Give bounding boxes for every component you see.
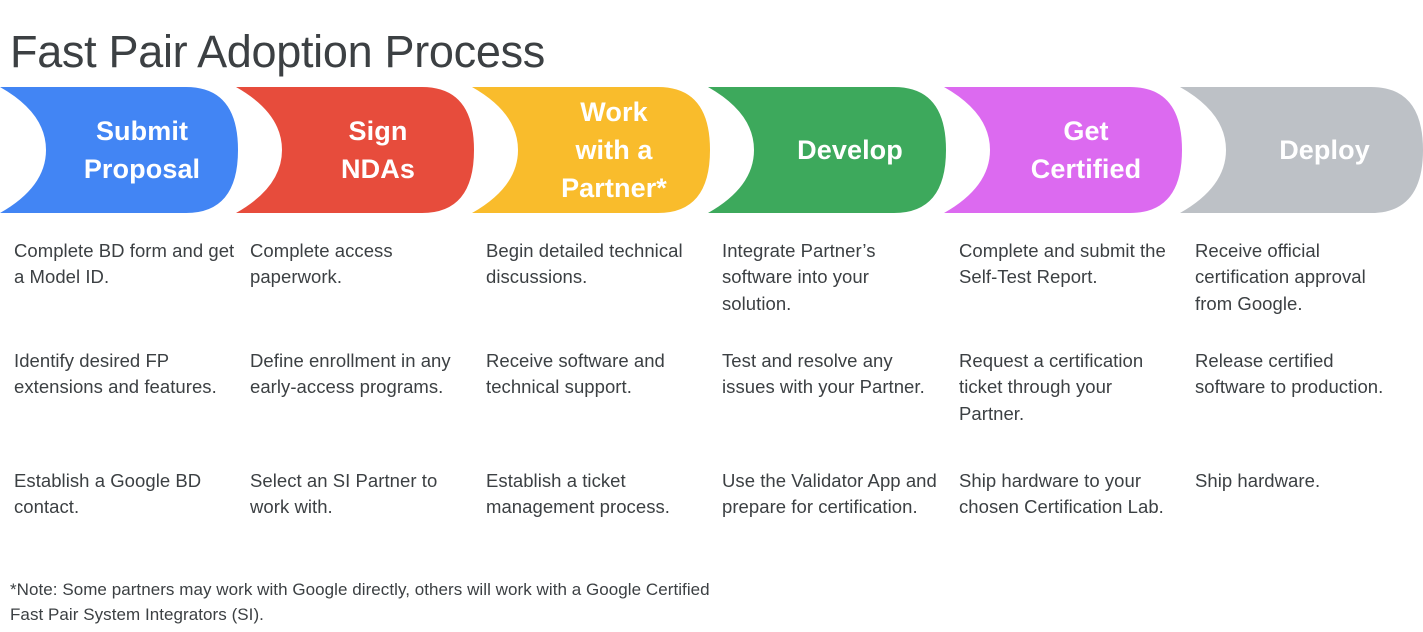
step-item: Receive official certification approval … — [1195, 240, 1366, 314]
step-item: Establish a ticket management process. — [486, 470, 670, 518]
step-item: Integrate Partner’s software into your s… — [722, 240, 876, 314]
banner-path-4 — [708, 87, 946, 213]
process-step-banner-2[interactable]: Sign NDAs — [236, 87, 474, 213]
banner-path-2 — [236, 87, 474, 213]
process-step-banner-3[interactable]: Work with a Partner* — [472, 87, 710, 213]
step-item: Ship hardware to your chosen Certificati… — [959, 470, 1164, 518]
banner-shape-4 — [708, 87, 946, 213]
step-item: Receive software and technical support. — [486, 350, 665, 398]
step-item: Release certified software to production… — [1195, 350, 1384, 398]
step-item: Request a certification ticket through y… — [959, 350, 1144, 424]
process-step-banner-6[interactable]: Deploy — [1180, 87, 1423, 213]
process-step-banner-1[interactable]: Submit Proposal — [0, 87, 238, 213]
banner-path-3 — [472, 87, 710, 213]
banner-shape-3 — [472, 87, 710, 213]
banner-path-6 — [1180, 87, 1423, 213]
banner-path-5 — [944, 87, 1182, 213]
step-item: Define enrollment in any early-access pr… — [250, 350, 451, 398]
step-item: Select an SI Partner to work with. — [250, 470, 438, 518]
step-item: Begin detailed technical discussions. — [486, 240, 683, 288]
banner-shape-1 — [0, 87, 238, 213]
step-item: Identify desired FP extensions and featu… — [14, 350, 217, 398]
step-item: Test and resolve any issues with your Pa… — [722, 350, 925, 398]
banner-shape-5 — [944, 87, 1182, 213]
banner-shape-2 — [236, 87, 474, 213]
step-item: Establish a Google BD contact. — [14, 470, 202, 518]
step-item: Ship hardware. — [1195, 470, 1321, 491]
banner-shape-6 — [1180, 87, 1423, 213]
step-item: Complete access paperwork. — [250, 240, 393, 288]
step-item: Use the Validator App and prepare for ce… — [722, 470, 937, 518]
banner-path-1 — [0, 87, 238, 213]
page-title: Fast Pair Adoption Process — [10, 26, 545, 78]
process-step-banner-4[interactable]: Develop — [708, 87, 946, 213]
process-step-banner-5[interactable]: Get Certified — [944, 87, 1182, 213]
process-banner-strip: Submit Proposal Sign NDAs Work with a Pa… — [0, 87, 1423, 213]
step-item: Complete and submit the Self-Test Report… — [959, 240, 1166, 288]
process-steps-columns: Complete BD form and get a Model ID. Ide… — [0, 238, 1423, 558]
step-item: Complete BD form and get a Model ID. — [14, 240, 235, 288]
footnote-note: *Note: Some partners may work with Googl… — [10, 580, 710, 624]
